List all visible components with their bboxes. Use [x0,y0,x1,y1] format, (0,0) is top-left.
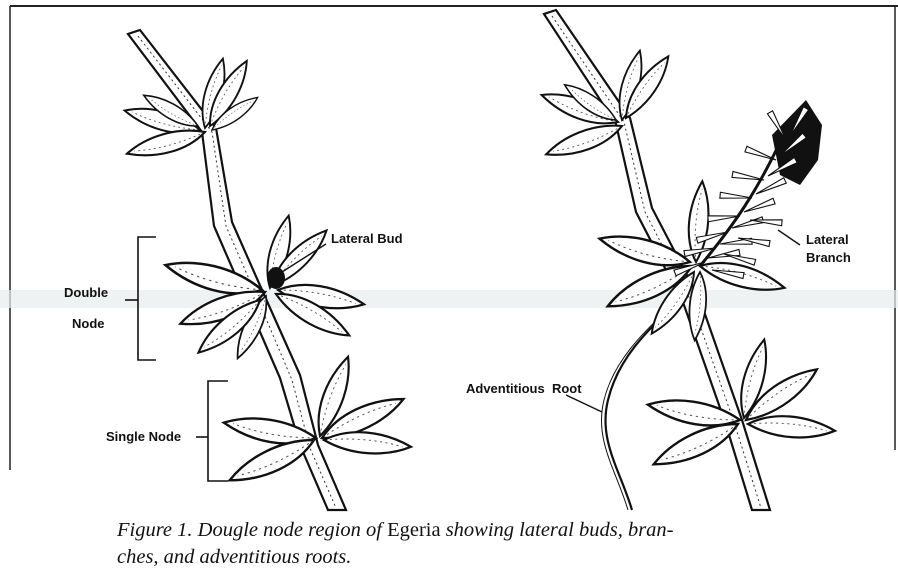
lateral-branch-label-line1: Lateral [806,232,849,247]
lateral-bud-label: Lateral Bud [331,231,403,246]
adventitious-root-label: Adventitious Root [466,381,582,396]
double-node-label-line1: Double [64,285,108,300]
lateral-bud [267,267,285,289]
right-plant [539,10,836,510]
caption-part1: Figure 1. Dougle node region of [117,519,387,541]
lateral-branch-label-line2: Branch [806,250,851,265]
adventitious-root-pointer [566,395,602,412]
caption-line2: ches, and adventitious roots. [117,546,351,568]
caption-part2: showing lateral buds, bran- [441,519,674,541]
single-node-label: Single Node [106,429,181,444]
figure-caption: Figure 1. Dougle node region of Egeria s… [117,517,877,571]
single-node-bracket [196,381,228,481]
double-node-label-line2: Node [72,316,105,331]
caption-genus: Egeria [387,519,441,541]
scan-band [0,290,898,308]
lateral-branch-pointer [778,230,800,245]
lateral-branch [674,100,822,279]
